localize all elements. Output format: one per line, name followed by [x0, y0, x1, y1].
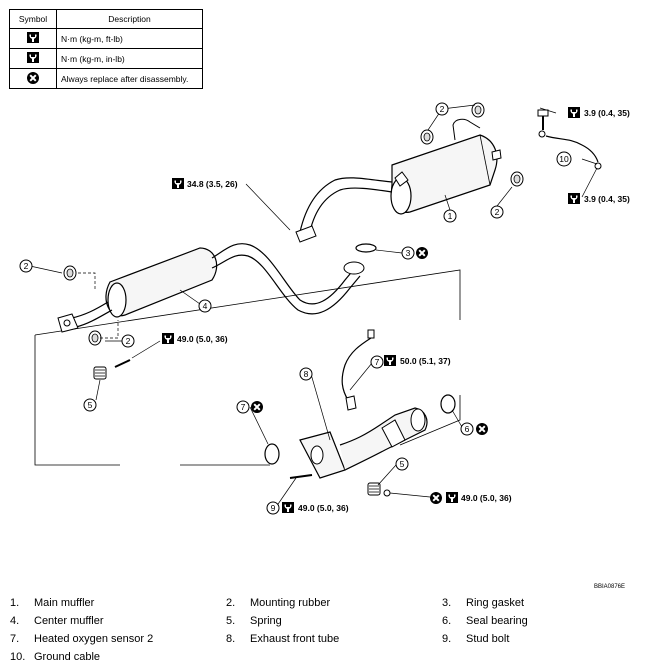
callout-2-top: 2	[435, 102, 449, 116]
list-item: 5.Spring	[226, 615, 282, 627]
svg-text:5: 5	[400, 459, 405, 469]
exhaust-front-tube	[299, 407, 428, 479]
replace-x-icon	[429, 491, 443, 505]
torque-wrench-icon	[162, 333, 174, 344]
replace-x-icon	[475, 422, 489, 436]
svg-text:7: 7	[375, 357, 380, 367]
ring-gasket	[355, 243, 377, 253]
mounting-rubber-right	[510, 171, 524, 187]
svg-text:5: 5	[88, 400, 93, 410]
list-item: 2.Mounting rubber	[226, 597, 331, 609]
callout-1: 1	[443, 209, 457, 223]
list-item: 6.Seal bearing	[442, 615, 528, 627]
callout-7-sensor: 7	[370, 355, 384, 369]
seal-bearing	[440, 394, 456, 414]
torque-left: 49.0 (5.0, 36)	[177, 334, 228, 344]
list-item: 3.Ring gasket	[442, 597, 525, 609]
main-muffler	[295, 118, 502, 243]
spring-left	[93, 359, 131, 380]
ground-cable	[537, 109, 602, 170]
svg-text:2: 2	[495, 207, 500, 217]
torque-wrench-small-icon	[568, 193, 580, 204]
callout-4: 4	[198, 299, 212, 313]
mounting-rubber-left	[63, 265, 77, 281]
callout-2-left: 2	[19, 259, 33, 273]
svg-text:7: 7	[241, 402, 246, 412]
torque-wrench-icon	[384, 355, 396, 366]
callout-2-right: 2	[490, 205, 504, 219]
svg-text:8: 8	[304, 369, 309, 379]
center-muffler	[57, 243, 365, 333]
torque-top-1: 3.9 (0.4, 35)	[584, 108, 630, 118]
figure-code: BBIA0876E	[594, 584, 626, 590]
callout-7-gasket: 7	[236, 400, 250, 414]
replace-x-icon	[415, 246, 429, 260]
replace-x-icon	[250, 400, 264, 414]
callout-3: 3	[401, 246, 415, 260]
list-item: 1.Main muffler	[10, 597, 95, 609]
legend-desc-1: N·m (kg-m, ft-lb)	[56, 28, 203, 49]
callout-9: 9	[266, 501, 280, 515]
spring-lower	[367, 482, 391, 497]
list-item: 9.Stud bolt	[442, 633, 510, 645]
callout-5-left: 5	[83, 398, 97, 412]
torque-wrench-small-icon	[568, 107, 580, 118]
exhaust-diagram: 1 2 2 2 2 3 4 5 5 6 7 7 8 9 10 3.9 (0.4,…	[19, 102, 630, 515]
replace-x-icon	[26, 70, 40, 85]
torque-sensor: 50.0 (5.1, 37)	[400, 356, 451, 366]
svg-text:9: 9	[271, 503, 276, 513]
stud-bolt	[289, 474, 313, 479]
mounting-rubber-lower-left	[88, 330, 102, 346]
callout-8: 8	[299, 367, 313, 381]
svg-text:10: 10	[559, 154, 569, 164]
svg-text:2: 2	[440, 104, 445, 114]
torque-mid: 34.8 (3.5, 26)	[187, 179, 238, 189]
callout-10: 10	[556, 151, 572, 167]
torque-wrench-icon	[446, 492, 458, 503]
torque-nut: 49.0 (5.0, 36)	[461, 493, 512, 503]
callout-5-lower: 5	[395, 457, 409, 471]
list-item: 8.Exhaust front tube	[226, 633, 340, 645]
svg-text:6: 6	[465, 424, 470, 434]
torque-wrench-icon	[27, 32, 39, 43]
list-item: 7.Heated oxygen sensor 2	[10, 633, 154, 645]
svg-text:4: 4	[203, 301, 208, 311]
torque-wrench-icon	[282, 502, 294, 513]
legend-header-symbol: Symbol	[9, 9, 57, 29]
torque-wrench-small-icon	[27, 52, 39, 63]
legend-header-description: Description	[56, 9, 203, 29]
torque-wrench-icon	[172, 178, 184, 189]
svg-text:2: 2	[24, 261, 29, 271]
svg-text:2: 2	[126, 336, 131, 346]
symbol-legend: Symbol Description N·m (kg-m, ft-lb) N·m…	[9, 9, 203, 89]
callout-6: 6	[460, 422, 474, 436]
legend-desc-3: Always replace after disassembly.	[56, 68, 203, 89]
torque-stud: 49.0 (5.0, 36)	[298, 503, 349, 513]
assembly-boundary	[34, 269, 461, 466]
svg-text:3: 3	[406, 248, 411, 258]
svg-text:1: 1	[448, 211, 453, 221]
heated-oxygen-sensor	[341, 329, 375, 411]
list-item: 10.Ground cable	[10, 651, 101, 663]
legend-desc-2: N·m (kg-m, in-lb)	[56, 48, 203, 69]
mounting-rubber-top-left	[420, 129, 434, 145]
callout-2-lower: 2	[121, 334, 135, 348]
ring-gasket-lower	[264, 443, 280, 465]
list-item: 4.Center muffler	[10, 615, 104, 627]
torque-top-2: 3.9 (0.4, 35)	[584, 194, 630, 204]
leader-lines	[29, 104, 598, 508]
